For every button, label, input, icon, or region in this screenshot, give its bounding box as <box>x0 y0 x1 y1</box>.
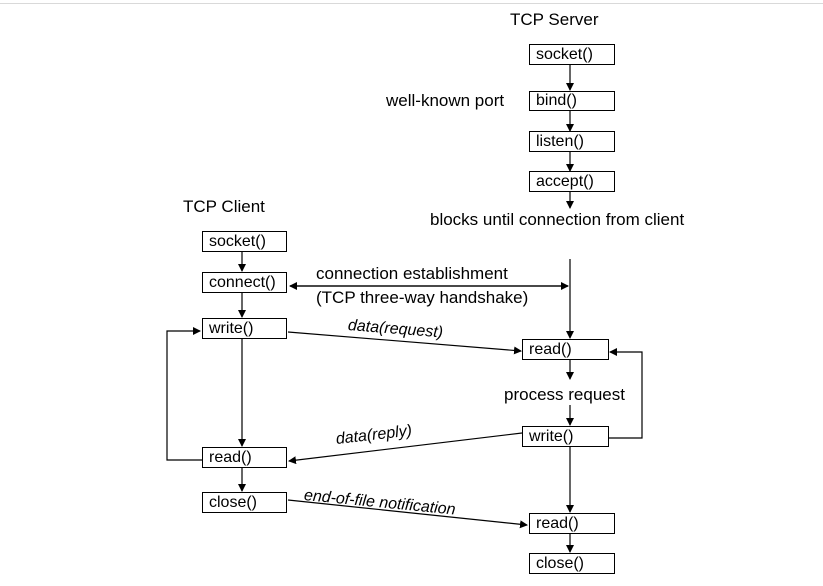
server-listen-box: listen() <box>529 131 615 152</box>
eof-arrow <box>287 499 528 529</box>
server-bind-box: bind() <box>529 91 615 111</box>
connection-establishment-label: connection establishment <box>316 264 508 283</box>
three-way-handshake-label: (TCP three-way handshake) <box>316 288 529 307</box>
server-loop-arrow <box>582 348 643 439</box>
reply-arrow <box>288 432 523 465</box>
client-write-box: write() <box>202 318 287 339</box>
client-title: TCP Client <box>183 197 265 216</box>
well-known-port-note: well-known port <box>386 91 505 110</box>
server-socket-box: socket() <box>529 44 615 65</box>
server-read2-box: read() <box>529 513 615 534</box>
request-arrow <box>287 331 522 355</box>
server-accept-box: accept() <box>529 171 615 192</box>
server-close-box: close() <box>529 553 615 574</box>
client-loop-arrow <box>166 327 202 461</box>
client-socket-box: socket() <box>202 231 287 252</box>
process-request-note: process request <box>504 385 625 404</box>
client-read-box: read() <box>202 447 287 468</box>
client-connect-box: connect() <box>202 272 287 293</box>
server-title: TCP Server <box>510 10 599 29</box>
client-close-box: close() <box>202 492 287 513</box>
blocks-until-note: blocks until connection from client <box>430 210 685 229</box>
server-read-box: read() <box>522 339 609 360</box>
server-write-box: write() <box>522 426 609 447</box>
top-border-line <box>0 3 823 4</box>
